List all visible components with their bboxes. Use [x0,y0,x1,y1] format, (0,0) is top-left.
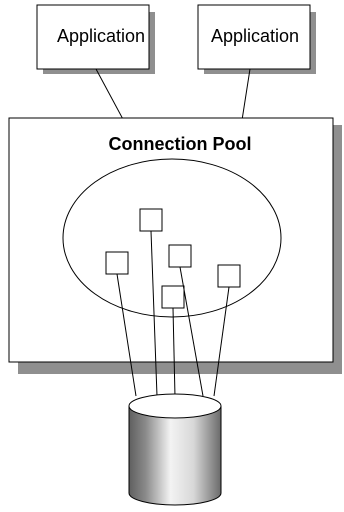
database-cylinder-icon [128,393,222,506]
connection-square-icon [139,208,163,232]
connection-line [213,286,230,397]
connection-square-icon [161,285,185,309]
application-label-2: Application [211,26,299,46]
connection-square-icon [168,244,192,268]
connection-line [150,230,158,397]
application-label-1: Application [57,26,145,46]
database-cylinder-body [128,406,222,506]
connection-line [179,266,204,397]
connection-line [172,307,176,398]
application-node-2: Application [197,4,316,74]
application-node-1: Application [36,4,155,74]
application-box-2 [197,4,311,70]
connection-line [116,273,137,397]
connection-square-icon [217,264,241,288]
connection-square-icon [105,251,129,275]
connection-pool-title: Connection Pool [109,134,252,154]
database-cylinder-top [128,393,222,419]
application-box-1 [36,4,150,70]
